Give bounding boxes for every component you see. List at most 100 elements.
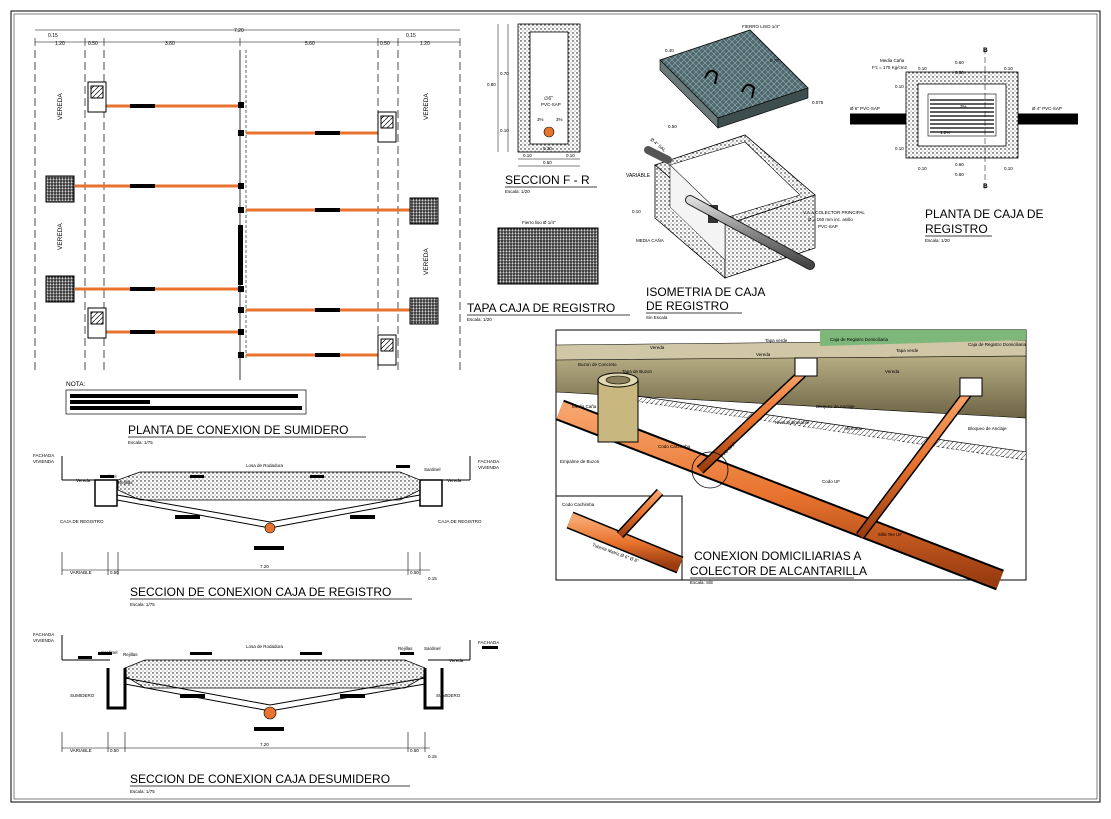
titles-sec-registro-scale-label: Escala: 1/75	[130, 602, 155, 607]
conexion-vereda-label: Vereda	[650, 345, 665, 350]
sections-vivienda-label: VIVIENDA	[478, 465, 499, 470]
sections-fachada-label: FACHADA	[478, 459, 499, 464]
planta-caja-media-cana-label: Media Caña	[880, 58, 905, 63]
conexion-buzon-concreto-label: Buzon de Concreto	[578, 362, 617, 367]
planta-caja-d080-label: 0.80	[955, 172, 964, 177]
sections-variable-label: VARIABLE	[70, 748, 92, 753]
planta-caja-d010-label: 0.10	[895, 84, 904, 89]
plan-dims-d015-label: 0.15	[48, 33, 58, 39]
sections-rejillas-label: Rejillas	[118, 480, 133, 485]
titles-conexion-scale-label: Escala: S/E	[690, 580, 713, 585]
planta-caja-d4-label: Ø 4" PVC-SAP	[1032, 106, 1062, 111]
conexion-vereda-label: Vereda	[756, 352, 771, 357]
planta-caja-title-2: REGISTRO	[925, 222, 988, 236]
sections-sumidero-label: SUMIDERO	[436, 693, 461, 698]
conexion-caja-registro-dom-label: Caja de Registro Domiciliaria	[968, 342, 1027, 347]
conexion-afirmado-label: Afirmado	[844, 426, 863, 431]
conexion-vereda-label: Vereda	[885, 369, 900, 374]
seccion-caja-registro: FACHADA VIVIENDA FACHADA VIVIENDA Sardin…	[33, 453, 499, 607]
planta-caja-d010-label: 0.10	[895, 146, 904, 151]
sections-d050-label: 0.50	[110, 570, 119, 575]
conexion-codo-uf-label: Codo UF	[822, 479, 840, 484]
sections-caja-registro-label: CAJA DE REGISTRO	[60, 519, 104, 524]
sections-losa-label: Losa de Rodadura	[246, 644, 284, 649]
seccion-fr-h2-label: 0.80	[487, 82, 496, 87]
conexion-empalme-label: Empalme de Buzon	[560, 459, 600, 464]
titles-seccion-fr-scale-label: Escala: 1/20	[505, 189, 530, 194]
plan-vereda-label: VEREDA	[423, 93, 430, 120]
sections-d015-label: 0.15	[428, 576, 437, 581]
planta-caja-d030-label: 0.30	[896, 119, 905, 124]
sections-rejillas-label: Rejillas	[123, 652, 138, 657]
sections-vivienda-label: VIVIENDA	[33, 638, 54, 643]
planta-caja-d010-label: 0.10	[1004, 166, 1013, 171]
sections-fachada-label: FACHADA	[33, 632, 54, 637]
plan-dims-d720-label: 7.20	[234, 28, 244, 34]
sheet-border	[10, 10, 1101, 803]
seccion-fr-h1-label: 0.70	[500, 71, 509, 76]
plan-dims-d050-label: 0.50	[88, 41, 98, 47]
sections-d720-label: 7.20	[260, 564, 269, 569]
plan-dims-d120-label: 1.20	[420, 41, 430, 47]
conexion-title-1: CONEXION DOMICILIARIAS A	[694, 549, 861, 563]
sections-sardinel-label: Sardinel	[100, 474, 117, 479]
svg-text:B: B	[983, 47, 988, 54]
sections-d050-label: 0.50	[410, 570, 419, 575]
plan-dims-d120-label: 1.20	[55, 41, 65, 47]
planta-caja-fc-label: F'c = 175 Kg/cm2	[872, 65, 907, 70]
iso-colector-3-label: PVC-SAP	[818, 224, 838, 229]
conexion-bloqueo-label: Bloqueo de Anclaje	[968, 426, 1007, 431]
tapa-caja: Fierro liso Ø 1/4" TAPA CAJA DE REGISTRO…	[467, 220, 630, 322]
planta-caja-d010-label: 0.10	[918, 166, 927, 171]
sections-losa-label: Losa de Rodadura	[246, 463, 284, 468]
planta-caja-registro: Media Caña F'c = 175 Kg/cm2 Ø 6" PVC-SAP…	[850, 47, 1078, 243]
iso-variable-label: VARIABLE	[626, 173, 651, 179]
isometria-title-2: DE REGISTRO	[646, 299, 729, 313]
iso-d010-label: 0.10	[632, 209, 641, 214]
sections-vivienda-label: VIVIENDA	[33, 459, 54, 464]
nota-label: NOTA:	[66, 381, 86, 388]
iso-d070-label: 0.70	[770, 58, 779, 63]
seccion-caja-sumidero: FACHADA VIVIENDA FACHADA Sardinel Rejill…	[33, 632, 499, 794]
tapa-title: TAPA CAJA DE REGISTRO	[467, 301, 615, 315]
plan-dims-d050-label: 0.50	[380, 41, 390, 47]
titles-iso-scale-label: Sin Escala	[646, 315, 668, 320]
sections-fachada-label: FACHADA	[478, 640, 499, 645]
iso-colector-2-label: Ø = 160 mm inc. anillo	[808, 217, 853, 222]
conexion-silla-tee-label: Silla Tee UF	[878, 532, 902, 537]
seccion-fr-ang2-label: 3%	[556, 117, 563, 122]
sections-fachada-label: FACHADA	[33, 453, 54, 458]
sections-d015-label: 0.15	[428, 754, 437, 759]
iso-colector-1-label: V.A.A.COLECTOR PRINCIPAL	[803, 210, 865, 215]
seccion-fr-title: SECCION F - R	[505, 173, 590, 187]
svg-text:B: B	[983, 183, 988, 190]
conexion-tapa-verde-label: Tapa verde	[765, 338, 788, 343]
seccion-fr: ∅6" PVC-SAP 3% 3% 0.70 0.80 0.10 0.30 0.…	[487, 23, 597, 194]
seccion-fr-diam-label: ∅6"	[544, 96, 553, 102]
seccion-fr-w3-label: 0.10	[566, 153, 575, 158]
seccion-fr-h3-label: 0.10	[500, 128, 509, 133]
planta-caja-d010-label: 0.10	[1004, 66, 1013, 71]
seccion-fr-w1-label: 0.30	[543, 146, 552, 151]
iso-d040-label: 0.40	[665, 48, 674, 53]
plan-dims-d560-label: 5.60	[305, 41, 315, 47]
sections-d720-label: 7.20	[260, 742, 269, 747]
conexion-media-cana-label: Media Caña	[572, 404, 597, 409]
seccion-fr-pvc-label: PVC-SAP	[541, 102, 561, 107]
plan-vereda-label: VEREDA	[57, 93, 64, 120]
sections-vereda-label: Vereda	[449, 658, 464, 663]
plan-sumidero-title: PLANTA DE CONEXION DE SUMIDERO	[128, 423, 348, 437]
sections-sardinel-label: Sardinel	[101, 650, 118, 655]
titles-planta-caja-scale-label: Escala: 1/20	[925, 238, 950, 243]
iso-media-cana-label: MEDIA CAÑA	[636, 237, 664, 243]
conexion-bloqueo-label: Bloqueo de Anclaje	[816, 404, 855, 409]
planta-caja-d6-label: Ø 6" PVC-SAP	[850, 106, 880, 111]
conexion-tapa-verde-label: Tapa verde	[896, 348, 919, 353]
seccion-fr-w2-label: 0.10	[523, 153, 532, 158]
sections-sardinel-label: Sardinel	[424, 646, 441, 651]
sections-variable-label: VARIABLE	[70, 570, 92, 575]
sections-sardinel-label: Sardinel	[424, 467, 441, 472]
planta-caja-title-1: PLANTA DE CAJA DE	[925, 207, 1043, 221]
